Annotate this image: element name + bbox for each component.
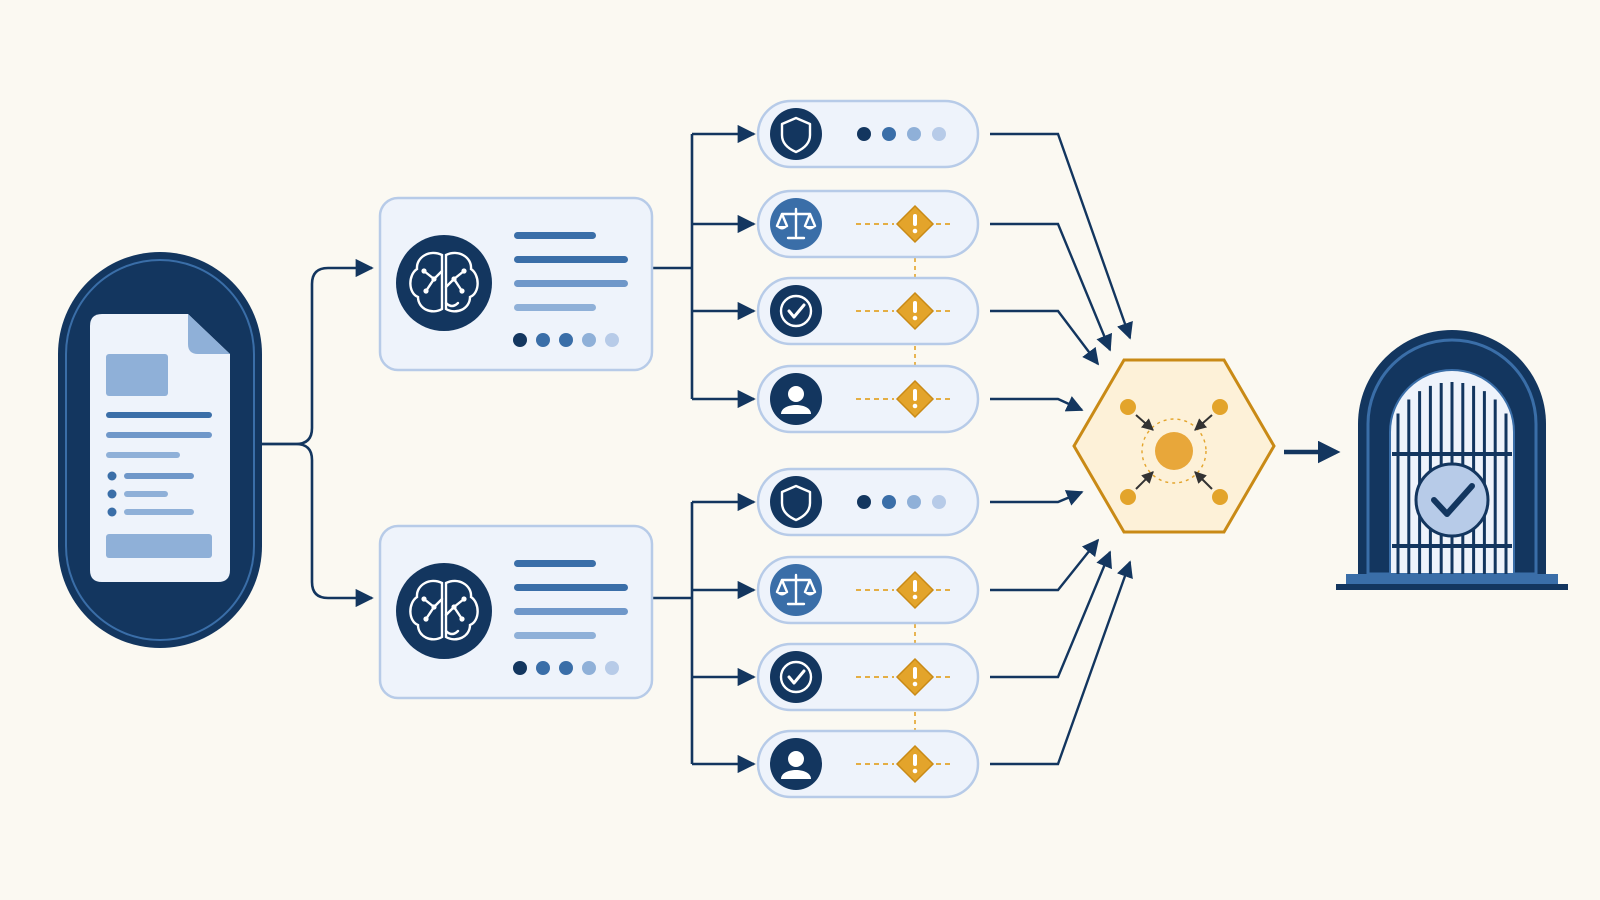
progress-dot [605, 661, 619, 675]
status-dot [857, 495, 871, 509]
gate-check-icon [1336, 330, 1568, 590]
brain-icon [396, 563, 492, 659]
fan-in-connector [990, 490, 1084, 506]
check-pill[interactable] [756, 189, 980, 259]
check-pill[interactable] [756, 364, 980, 434]
model-text-line [514, 232, 596, 239]
user-icon [770, 373, 822, 425]
status-dot [932, 495, 946, 509]
scales-icon [770, 198, 822, 250]
fan-in-connector [990, 550, 1112, 679]
shield-icon [770, 108, 822, 160]
source-capsule-inner-ring [65, 259, 255, 641]
fan-in-connector [990, 309, 1100, 366]
status-dots [857, 495, 946, 509]
alert-icon [895, 657, 935, 697]
status-dots [857, 127, 946, 141]
user-icon [770, 738, 822, 790]
model-text-line [514, 560, 596, 567]
model-text-line [514, 608, 628, 615]
fan-in-connector [990, 396, 1084, 412]
check-pill[interactable] [756, 99, 980, 169]
progress-dot [605, 333, 619, 347]
approval-gate-node[interactable] [1336, 330, 1568, 590]
alert-icon [895, 291, 935, 331]
progress-dot [559, 333, 573, 347]
alert-icon [895, 744, 935, 784]
check-circle-icon [770, 651, 822, 703]
fan-out-connectors [652, 124, 756, 774]
alert-icon [895, 570, 935, 610]
source-split-connector [262, 258, 374, 446]
alert-icon [895, 204, 935, 244]
model-text-line [514, 584, 628, 591]
fan-in-connector [990, 132, 1133, 340]
status-dot [882, 495, 896, 509]
model-cards [378, 196, 654, 700]
model-card[interactable] [378, 524, 654, 700]
document-icon [90, 314, 230, 582]
fan-in-connectors [990, 132, 1133, 766]
check-pill[interactable] [756, 642, 980, 712]
progress-dots [513, 333, 619, 347]
converge-icon [1120, 399, 1228, 505]
progress-dot [559, 661, 573, 675]
check-pill[interactable] [756, 467, 980, 537]
fan-in-connector [990, 560, 1133, 766]
progress-dot [536, 661, 550, 675]
status-dot [857, 127, 871, 141]
model-text-line [514, 632, 596, 639]
brain-icon [396, 235, 492, 331]
status-dot [932, 127, 946, 141]
check-pills [756, 99, 980, 799]
alert-icon [895, 379, 935, 419]
progress-dot [536, 333, 550, 347]
model-text-line [514, 304, 596, 311]
check-pill[interactable] [756, 555, 980, 625]
fan-in-connector [990, 538, 1100, 592]
aggregator-node[interactable] [1072, 358, 1276, 534]
fan-in-connector [990, 222, 1112, 352]
progress-dot [582, 333, 596, 347]
scales-icon [770, 564, 822, 616]
check-pill[interactable] [756, 276, 980, 346]
source-split-connector [262, 442, 374, 608]
check-circle-icon [770, 285, 822, 337]
progress-dot [513, 661, 527, 675]
model-text-line [514, 280, 628, 287]
status-dot [882, 127, 896, 141]
model-card[interactable] [378, 196, 654, 372]
progress-dots [513, 661, 619, 675]
status-dot [907, 127, 921, 141]
progress-dot [582, 661, 596, 675]
check-pill[interactable] [756, 729, 980, 799]
shield-icon [770, 476, 822, 528]
status-dot [907, 495, 921, 509]
model-text-line [514, 256, 628, 263]
connectors [262, 258, 374, 608]
source-document-node[interactable] [58, 252, 262, 648]
progress-dot [513, 333, 527, 347]
